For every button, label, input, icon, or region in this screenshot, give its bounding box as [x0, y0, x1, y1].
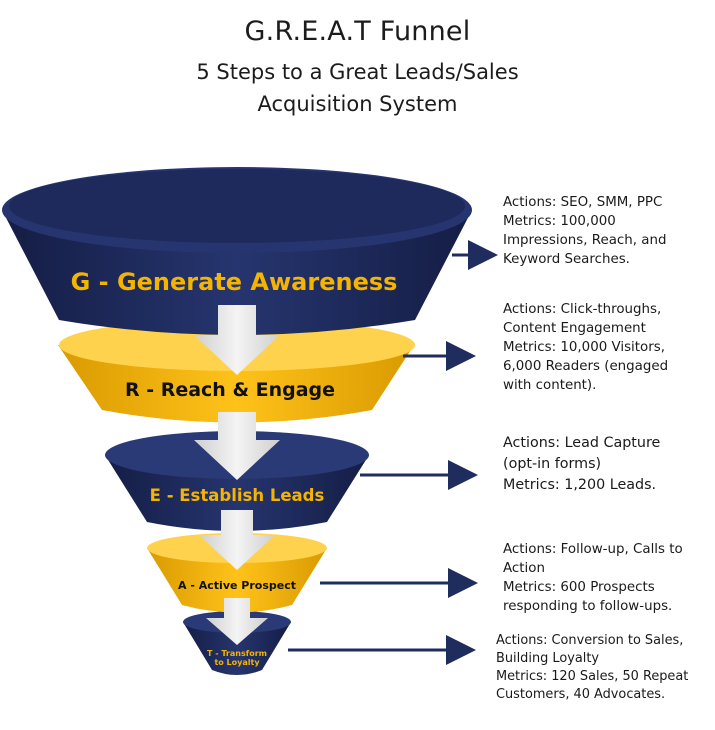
- diagram-subtitle-line2: Acquisition System: [257, 92, 458, 116]
- note-line: Building Loyalty: [496, 651, 600, 666]
- stage-r-label: R - Reach & Engage: [125, 379, 335, 401]
- stage-a-label: A - Active Prospect: [178, 579, 296, 592]
- diagram-title: G.R.E.A.T Funnel: [244, 16, 471, 47]
- note-line: Keyword Searches.: [503, 252, 630, 267]
- note-line: Actions: Conversion to Sales,: [496, 633, 684, 648]
- note-line: Metrics: 1,200 Leads.: [503, 477, 657, 493]
- note-line: (opt-in forms): [503, 456, 602, 472]
- stage-g-notes: Actions: SEO, SMM, PPC Metrics: 100,000 …: [503, 193, 667, 269]
- stage-t-segment: [183, 611, 291, 675]
- stage-t-label-line2: to Loyalty: [214, 658, 260, 667]
- stage-e-notes: Actions: Lead Capture (opt-in forms) Met…: [503, 433, 660, 496]
- stage-a-notes: Actions: Follow-up, Calls to Action Metr…: [503, 540, 683, 616]
- note-line: Content Engagement: [503, 321, 646, 336]
- note-line: Metrics: 120 Sales, 50 Repeat: [496, 669, 689, 684]
- note-line: with content).: [503, 378, 597, 393]
- note-line: Customers, 40 Advocates.: [496, 687, 666, 702]
- note-line: Metrics: 100,000: [503, 214, 616, 229]
- down-arrow-2: [194, 412, 280, 480]
- stage-t-label-line1: T - Transform: [207, 649, 267, 658]
- note-line: Impressions, Reach, and: [503, 233, 667, 248]
- down-arrow-1: [194, 305, 280, 375]
- note-line: Metrics: 10,000 Visitors,: [503, 340, 665, 355]
- stage-g-label: G - Generate Awareness: [71, 268, 398, 296]
- stage-e-label: E - Establish Leads: [150, 486, 325, 505]
- stage-r-notes: Actions: Click-throughs, Content Engagem…: [503, 300, 668, 395]
- note-line: Actions: Follow-up, Calls to: [503, 542, 683, 557]
- diagram-subtitle-line1: 5 Steps to a Great Leads/Sales: [196, 60, 519, 84]
- note-line: Actions: Click-throughs,: [503, 302, 662, 317]
- down-arrow-4: [206, 598, 268, 645]
- stage-t-notes: Actions: Conversion to Sales, Building L…: [496, 632, 688, 704]
- stage-g-segment: [2, 167, 472, 335]
- stage-a-segment: [147, 533, 327, 613]
- note-line: Action: [503, 561, 545, 576]
- note-line: responding to follow-ups.: [503, 599, 673, 614]
- note-line: Actions: SEO, SMM, PPC: [503, 195, 663, 210]
- note-line: Actions: Lead Capture: [503, 435, 661, 451]
- note-line: 6,000 Readers (engaged: [503, 359, 669, 374]
- down-arrow-3: [199, 510, 275, 570]
- note-line: Metrics: 600 Prospects: [503, 580, 655, 595]
